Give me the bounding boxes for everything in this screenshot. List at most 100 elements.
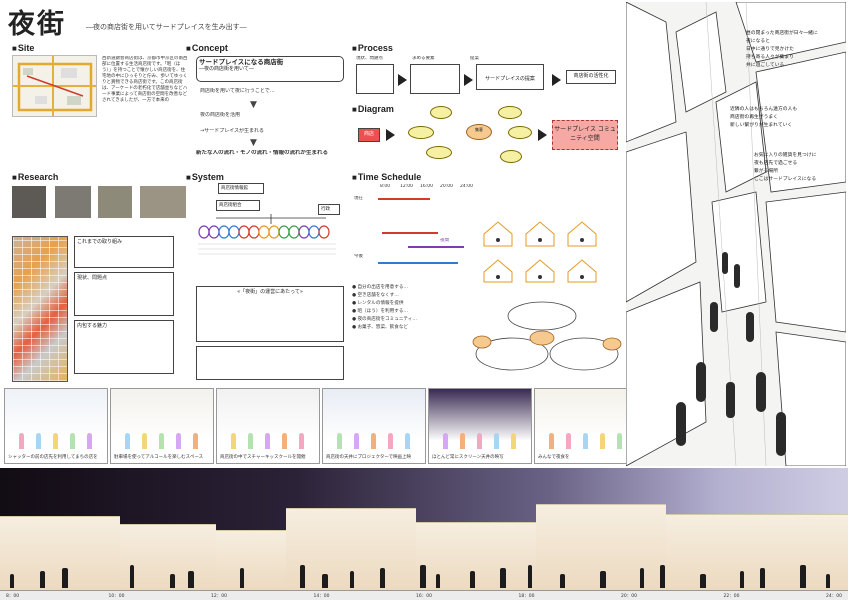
crowd-figure	[170, 574, 175, 588]
process-col-1: 現状、問題点	[356, 56, 383, 61]
scene-person	[36, 433, 41, 449]
concept-line-3: →サードプレイスが生まれる	[200, 128, 265, 134]
system-node-1: 商店街組合	[216, 200, 260, 211]
time-axis-label: 12:00	[400, 184, 413, 189]
crowd-figure	[10, 574, 14, 588]
section-time-schedule-heading: Time Schedule	[352, 172, 421, 182]
research-photo-3	[98, 186, 132, 218]
diagram-node-4	[498, 106, 522, 119]
research-want-title: 内包する魅力	[77, 323, 108, 329]
scene-person	[53, 433, 58, 449]
scene-caption: 商店街の天井にプロジェクターで映画上映	[326, 454, 412, 460]
time-row-future: 今後	[354, 254, 363, 259]
crowd-figure	[660, 565, 665, 588]
scene-person	[494, 433, 499, 449]
time-schedule-notes: ● 自分の出店を用意する… ● 空き店舗をなくす… ● レンタルの情報を提供 ●…	[352, 285, 417, 330]
system-shop-box: 商店街情報館	[218, 183, 264, 194]
timeline-label: 12：00	[211, 594, 227, 599]
process-result-box: 商店街の活性化	[566, 70, 616, 84]
section-concept-heading: Concept	[186, 43, 228, 53]
crowd-figure	[420, 565, 426, 588]
timeline-label: 14：00	[313, 594, 330, 599]
scene-panel: シャッターの前の店先を利用してまちの店を	[4, 388, 108, 464]
diagram-left-box: 商店	[358, 128, 380, 142]
crowd-figure	[640, 568, 644, 588]
crowd-figure	[470, 571, 475, 588]
scene-caption: ほとんど常にスクリーン天井の映写	[432, 454, 504, 460]
poster-title: 夜街	[8, 9, 66, 40]
perspective-note-line: 持ち寄る人々が集まり	[746, 55, 794, 60]
timeline-label: 24：00	[826, 594, 842, 599]
crowd-figure	[130, 565, 134, 588]
timeline-label: 20：00	[621, 594, 637, 599]
scene-person	[299, 433, 304, 449]
diagram-center-node: 集客	[466, 124, 492, 140]
scene-person	[583, 433, 588, 449]
scene-person	[87, 433, 92, 449]
time-night-label: 夜間	[440, 238, 449, 243]
crowd-figure	[800, 565, 806, 588]
research-photo-4	[140, 186, 186, 218]
scene-person	[460, 433, 465, 449]
crowd-figure	[436, 574, 440, 588]
site-map	[12, 55, 97, 117]
crowd-figure	[760, 568, 765, 588]
concept-arrow-1: ▼	[250, 100, 257, 110]
scene-person	[231, 433, 236, 449]
scene-person	[371, 433, 376, 449]
diagram-node-6	[500, 150, 522, 163]
process-col-2: 求める要素	[412, 56, 435, 61]
system-rules-box-1: «「夜街」の運営にあたって»	[196, 286, 344, 342]
process-arrow-3	[552, 74, 561, 86]
perspective-note-line: 繋がる場所	[754, 169, 778, 174]
scene-person	[142, 433, 147, 449]
scene-person	[566, 433, 571, 449]
diagram-arrow-1	[386, 129, 395, 141]
process-box-2	[410, 64, 460, 94]
perspective-notes-low: お気に入りの雑貨を見つけに夜も店先で過ごせる繋がる場所ここはサードプレイスになる	[754, 152, 816, 184]
concept-line-2: 夜の商店街を活用	[200, 112, 241, 118]
time-axis-label: 20:00	[440, 184, 453, 189]
scene-person	[617, 433, 622, 449]
crowd-figure	[700, 574, 706, 588]
time-bar-current-day	[378, 198, 430, 200]
building-7	[666, 514, 848, 592]
crowd-figure	[740, 571, 744, 588]
scene-panel: 商店街の天井にプロジェクターで映画上映	[322, 388, 426, 464]
process-proposal-box: サードプレイスの提案	[476, 64, 544, 90]
time-bar-future-day	[382, 232, 438, 234]
scene-panel: 商店街の中でスチャーキッスクールを開催	[216, 388, 320, 464]
scene-caption: 駐車場を使ってアルコールを楽しむスペース	[114, 454, 204, 460]
perspective-note-line: 日中に通りで見かけた	[746, 47, 794, 52]
perspective-notes-top: 昼の閉まった商店街が日々一緒に夜になると日中に通りで見かけた持ち寄る人々が集まり…	[746, 30, 818, 70]
scene-caption: みんなで夜食を	[538, 454, 570, 460]
diagram-node-1	[430, 106, 452, 119]
system-caption: «「夜街」の運営にあたって»	[237, 289, 303, 295]
diagram-third-place-box: サードプレイス コミュニティ空間	[552, 120, 618, 150]
poster-subtitle: ―夜の商店街を用いてサードプレイスを生み出す―	[86, 23, 247, 31]
perspective-note-line: 共に過ごしている	[746, 63, 785, 68]
crowd-figure	[528, 565, 532, 588]
process-box-1	[356, 64, 394, 94]
perspective-note-line: 夜になると	[746, 39, 770, 44]
section-system-heading: System	[186, 172, 224, 182]
diagram-node-3	[426, 146, 452, 159]
system-rules-box-2	[196, 346, 344, 380]
scene-person	[388, 433, 393, 449]
scene-person	[159, 433, 164, 449]
site-description-continued	[12, 124, 190, 162]
system-diagram	[198, 214, 336, 255]
concept-line-4: 新たな人の流れ・モノの流れ・情報の流れが生まれる	[196, 150, 329, 156]
scene-person	[477, 433, 482, 449]
time-row-current: 現在	[354, 196, 363, 201]
site-map-drawing	[13, 56, 96, 116]
section-site-heading: Site	[12, 43, 35, 53]
process-arrow-2	[464, 74, 473, 86]
concept-box-sub: ―夜の商店街を用いて―	[199, 66, 254, 72]
section-diagram-heading: Diagram	[352, 104, 394, 114]
crowd-figure	[240, 568, 244, 588]
scene-person	[70, 433, 75, 449]
diagram-node-5	[508, 126, 532, 139]
crowd-figure	[380, 568, 385, 588]
research-now-title: 現状、問題点	[77, 275, 108, 281]
